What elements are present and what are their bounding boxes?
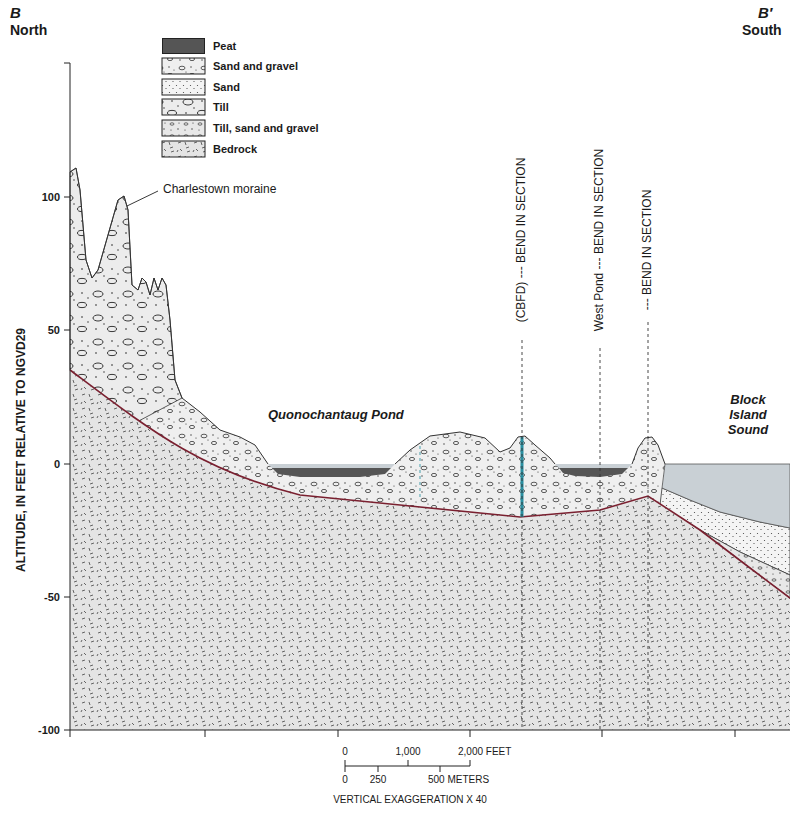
legend-swatch — [162, 141, 205, 157]
legend-label: Peat — [213, 40, 236, 53]
bedrock-surface — [70, 370, 790, 598]
legend-swatch — [162, 79, 205, 95]
legend-label: Till — [213, 101, 229, 114]
bend-line — [600, 348, 601, 730]
scale-label: 0 — [342, 774, 348, 786]
axis-tick-label: 50 — [48, 324, 60, 337]
axes — [64, 63, 790, 737]
well — [419, 446, 421, 500]
legend-label: Till, sand and gravel — [213, 122, 319, 135]
section-end-letter: B′ — [758, 4, 772, 21]
scale-label: 250 — [370, 774, 387, 786]
bend-line — [522, 340, 523, 730]
bend-label: West Pond --- BEND IN SECTION — [593, 149, 607, 331]
legend-label: Bedrock — [213, 143, 257, 156]
axis-tick-label: 0 — [54, 458, 60, 471]
feature-label: Charlestown moraine — [163, 183, 276, 197]
legend-swatch — [162, 58, 205, 74]
scale-caption: VERTICAL EXAGGERATION X 40 — [333, 794, 487, 806]
legend-swatch — [162, 120, 205, 136]
axis-tick-label: -100 — [38, 724, 60, 737]
bedrock — [70, 370, 790, 730]
legend-swatch — [162, 38, 205, 54]
pond-water — [555, 464, 632, 468]
bend-label: (CBFD) --- BEND IN SECTION — [515, 158, 529, 323]
scale-label: 1,000 — [395, 746, 420, 758]
land-surface — [70, 168, 665, 464]
feature-label: Block Island Sound — [710, 393, 786, 438]
bend-label: --- BEND IN SECTION — [641, 190, 655, 311]
legend-label: Sand and gravel — [213, 60, 298, 73]
scale-label: 0 — [342, 746, 348, 758]
axis-tick-label: 100 — [42, 191, 60, 204]
sand-gravel-unit — [70, 168, 790, 730]
peat-deposit — [559, 468, 628, 477]
pond-water — [268, 464, 395, 468]
legend-label: Sand — [213, 81, 240, 94]
peat-deposit — [272, 468, 391, 477]
feature-label: Quonochantaug Pond — [268, 408, 404, 423]
scale-bar — [345, 760, 470, 772]
direction-label: North — [10, 22, 47, 38]
axis-title: ALTITUDE, IN FEET RELATIVE TO NGVD29 — [15, 328, 29, 572]
axis-tick-label: -50 — [44, 591, 60, 604]
legend-swatch — [162, 99, 205, 115]
direction-label: South — [742, 22, 782, 38]
scale-label: 2,000 FEET — [458, 746, 511, 758]
leader-line — [127, 191, 158, 206]
scale-label: 500 METERS — [428, 774, 489, 786]
section-end-letter: B — [10, 4, 21, 21]
bend-line — [648, 322, 649, 730]
